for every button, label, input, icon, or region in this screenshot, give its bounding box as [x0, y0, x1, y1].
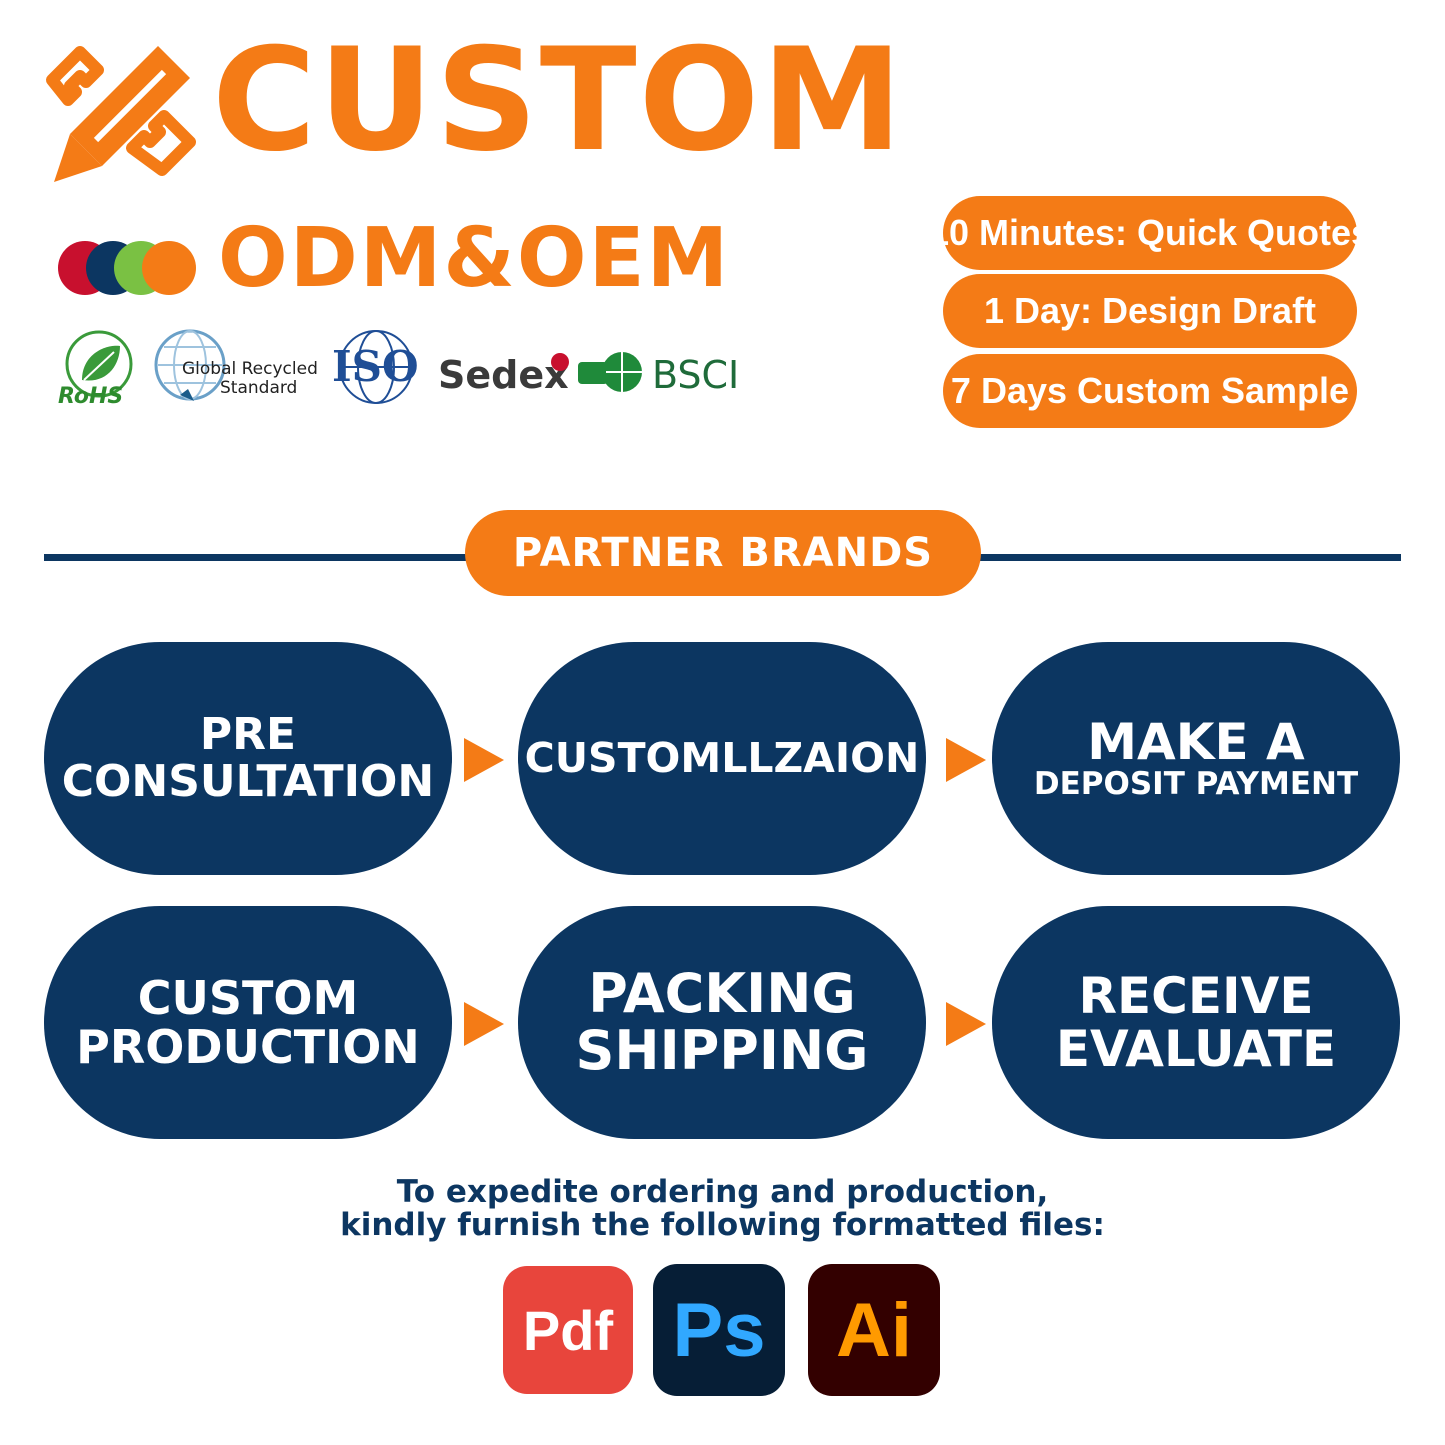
step-label: EVALUATE: [1055, 1019, 1337, 1078]
step-label: PRODUCTION: [76, 1019, 420, 1074]
rohs-logo: RoHS: [58, 330, 140, 410]
color-dots-icon: [58, 241, 196, 295]
leaf-icon: [65, 330, 133, 398]
bsci-logo: BSCI: [578, 348, 748, 398]
iso-globe-icon: [339, 330, 413, 404]
sedex-logo: Sedex: [438, 350, 573, 400]
step-label: PACKING: [588, 961, 856, 1025]
rohs-label: RoHS: [58, 384, 124, 409]
photoshop-file-icon: Ps: [653, 1264, 785, 1396]
divider-right: [972, 554, 1401, 561]
step-label: SHIPPING: [575, 1018, 869, 1082]
grs-line2: Standard: [220, 378, 298, 398]
step-pre-consultation: PRE CONSULTATION: [44, 642, 452, 875]
partner-brands-badge: PARTNER BRANDS: [465, 510, 981, 596]
sedex-label: Sedex: [438, 353, 569, 397]
step-label: MAKE A: [1087, 712, 1305, 771]
step-label: CUSTOMLLZAION: [524, 733, 920, 782]
note-line: kindly furnish the following formatted f…: [340, 1207, 1105, 1244]
globe-recycle-icon: [154, 329, 226, 401]
step-deposit-payment: MAKE A DEPOSIT PAYMENT: [992, 642, 1400, 875]
step-label: CUSTOM: [137, 971, 359, 1026]
step-packing-shipping: PACKING SHIPPING: [518, 906, 926, 1139]
divider-left: [44, 554, 474, 561]
grs-logo: Global Recycled Standard: [150, 325, 328, 407]
pencil-ruler-icon: [46, 46, 196, 182]
bsci-label: BSCI: [652, 353, 740, 397]
arrow-right-icon: [946, 1002, 986, 1046]
highlight-custom-sample: 7 Days Custom Sample: [943, 354, 1357, 428]
file-format-note: To expedite ordering and production, kin…: [0, 1174, 1445, 1244]
note-line: To expedite ordering and production,: [396, 1174, 1049, 1210]
step-receive-evaluate: RECEIVE EVALUATE: [992, 906, 1400, 1139]
step-customization: CUSTOMLLZAION: [518, 642, 926, 875]
iso-label: ISO: [332, 342, 419, 391]
step-label: PRE: [199, 709, 297, 761]
arrow-right-icon: [946, 738, 986, 782]
handshake-globe-icon: [578, 352, 642, 392]
page-title: CUSTOM: [212, 18, 905, 183]
grs-line1: Global Recycled: [182, 359, 318, 379]
pdf-file-icon: Pdf: [503, 1266, 633, 1394]
arrow-right-icon: [464, 1002, 504, 1046]
highlight-quick-quotes: 10 Minutes: Quick Quotes: [929, 196, 1371, 270]
arrow-right-icon: [464, 738, 504, 782]
highlight-design-draft: 1 Day: Design Draft: [943, 274, 1357, 348]
step-custom-production: CUSTOM PRODUCTION: [44, 906, 452, 1139]
step-label: DEPOSIT PAYMENT: [1033, 766, 1359, 803]
step-label: RECEIVE: [1078, 967, 1314, 1025]
step-label: CONSULTATION: [61, 755, 435, 807]
page-subtitle: ODM&OEM: [218, 211, 731, 306]
illustrator-file-icon: Ai: [808, 1264, 940, 1396]
sedex-dot-icon: [551, 353, 569, 371]
iso-logo: ISO: [330, 328, 422, 406]
